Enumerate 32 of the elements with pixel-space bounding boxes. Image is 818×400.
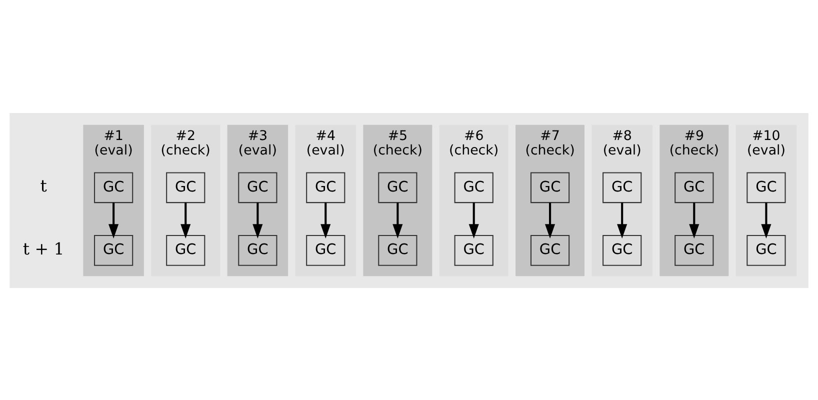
arrow: [617, 202, 628, 238]
arrow: [544, 202, 556, 238]
arrow: [180, 202, 191, 238]
arrow: [392, 202, 403, 238]
node-box: GC: [238, 234, 278, 266]
node-box: GC: [602, 172, 642, 203]
node-box: GC: [602, 234, 642, 266]
node-box: GC: [166, 172, 206, 203]
arrow: [252, 202, 263, 238]
node-box: GC: [94, 234, 134, 266]
node-box: GC: [378, 234, 418, 266]
node-box: GC: [378, 172, 418, 203]
arrow: [689, 202, 700, 238]
node-box: GC: [454, 234, 494, 266]
node-box: GC: [746, 234, 786, 266]
label: t + 1: [22, 238, 64, 258]
arrow: [320, 202, 331, 238]
label: t: [40, 176, 47, 196]
node-box: GC: [454, 172, 494, 203]
arrow: [108, 202, 119, 238]
arrow: [468, 202, 479, 238]
node-box: GC: [674, 234, 714, 266]
arrow: [761, 202, 772, 238]
node-box: GC: [746, 172, 786, 203]
node-box: GC: [530, 172, 570, 203]
node-box: GC: [674, 172, 714, 203]
node-box: GC: [306, 172, 346, 203]
node-box: GC: [530, 234, 570, 266]
node-box: GC: [94, 172, 134, 203]
node-box: GC: [166, 234, 206, 266]
node-box: GC: [306, 234, 346, 266]
node-box: GC: [238, 172, 278, 203]
